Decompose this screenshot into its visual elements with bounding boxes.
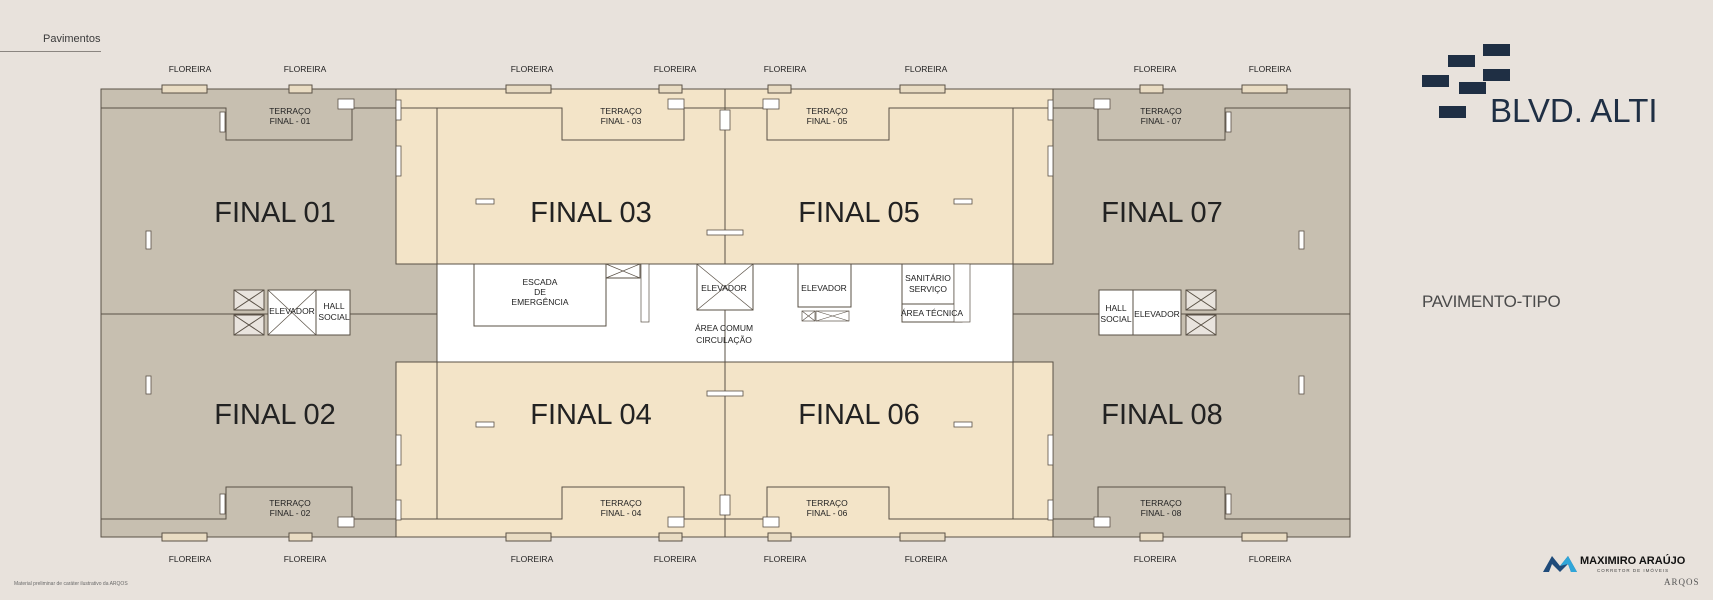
hall-social-right[interactable] <box>1098 289 1134 336</box>
terrace-04-title: TERRAÇO <box>600 498 642 508</box>
agency-logo-icon: MAXIMIRO ARAÚJO CORRETOR DE IMÓVEIS <box>1543 554 1686 573</box>
core-labels: ELEVADOR HALL SOCIAL HALL SOCIAL ELEVADO… <box>269 273 1180 345</box>
planter-label: FLOREIRA <box>764 64 807 74</box>
planter-label: FLOREIRA <box>905 554 948 564</box>
planter-label: FLOREIRA <box>169 554 212 564</box>
agency-brand[interactable]: MAXIMIRO ARAÚJO CORRETOR DE IMÓVEIS <box>1543 550 1708 576</box>
planter-label: FLOREIRA <box>284 64 327 74</box>
planter-label: FLOREIRA <box>905 64 948 74</box>
central-core <box>473 263 971 327</box>
elevator-center-2-label: ELEVADOR <box>801 283 847 293</box>
fixtures <box>145 98 1305 528</box>
planter-label: FLOREIRA <box>1134 64 1177 74</box>
elevator-center-1-label: ELEVADOR <box>701 283 747 293</box>
terrace-07-sub: FINAL - 07 <box>1141 116 1182 126</box>
agency-tagline: CORRETOR DE IMÓVEIS <box>1597 567 1669 573</box>
unit-label-final-05: FINAL 05 <box>798 197 919 229</box>
planter-label: FLOREIRA <box>1249 64 1292 74</box>
right-core <box>1098 289 1217 336</box>
unit-label-final-04: FINAL 04 <box>530 399 651 431</box>
planter-label: FLOREIRA <box>511 554 554 564</box>
planter-label: FLOREIRA <box>654 554 697 564</box>
unit-label-final-02: FINAL 02 <box>214 399 335 431</box>
page-subtitle: PAVIMENTO-TIPO <box>1422 292 1561 311</box>
common-area-label-bottom: CIRCULAÇÃO <box>696 335 752 345</box>
disclaimer: Material preliminar de caráter ilustrati… <box>14 581 128 587</box>
planter-label: FLOREIRA <box>511 64 554 74</box>
unit-final-04-area[interactable] <box>395 361 726 538</box>
terrace-03-title: TERRAÇO <box>600 106 642 116</box>
terrace-labels: TERRAÇO FINAL - 01 TERRAÇO FINAL - 03 TE… <box>269 106 1182 518</box>
left-core <box>233 289 351 336</box>
terrace-04-sub: FINAL - 04 <box>601 508 642 518</box>
stair-label-mid: DE <box>534 287 546 297</box>
unit-label-final-06: FINAL 06 <box>798 399 919 431</box>
elevator-center-2[interactable] <box>797 263 852 308</box>
logo-mark-icon: BLVD. ALTI <box>1422 44 1658 129</box>
planter-label: FLOREIRA <box>654 64 697 74</box>
service-restroom-label-bottom: SERVIÇO <box>909 284 947 294</box>
terrace-07-title: TERRAÇO <box>1140 106 1182 116</box>
agency-name: MAXIMIRO ARAÚJO <box>1580 554 1686 567</box>
hall-social-left[interactable] <box>315 289 351 336</box>
stair-label-top: ESCADA <box>523 277 558 287</box>
unit-labels: FINAL 01 FINAL 02 FINAL 03 FINAL 04 FINA… <box>214 197 1222 431</box>
terrace-05-title: TERRAÇO <box>806 106 848 116</box>
service-restroom-label-top: SANITÁRIO <box>905 273 951 283</box>
terrace-02-sub: FINAL - 02 <box>270 508 311 518</box>
planter-label: FLOREIRA <box>1249 554 1292 564</box>
hall-right-label-bottom: SOCIAL <box>1100 314 1131 324</box>
emergency-stair[interactable] <box>473 263 607 327</box>
hall-right-label-top: HALL <box>1105 303 1127 313</box>
planters <box>161 84 1288 542</box>
elevator-left-label: ELEVADOR <box>269 306 315 316</box>
unit-final-03-area[interactable] <box>395 88 726 265</box>
breadcrumb[interactable]: Pavimentos <box>43 33 101 45</box>
elevator-right[interactable] <box>1132 289 1182 336</box>
planter-label: FLOREIRA <box>764 554 807 564</box>
planter-label: FLOREIRA <box>1134 554 1177 564</box>
terrace-06-title: TERRAÇO <box>806 498 848 508</box>
common-area-label-top: ÁREA COMUM <box>695 323 753 333</box>
unit-label-final-07: FINAL 07 <box>1101 197 1222 229</box>
terrace-02-title: TERRAÇO <box>269 498 311 508</box>
terrace-03-sub: FINAL - 03 <box>601 116 642 126</box>
brand-logo[interactable]: BLVD. ALTI <box>1422 44 1677 129</box>
logo-text: BLVD. ALTI <box>1490 92 1658 124</box>
unit-label-final-01: FINAL 01 <box>214 197 335 229</box>
terrace-08-sub: FINAL - 08 <box>1141 508 1182 518</box>
unit-label-final-08: FINAL 08 <box>1101 399 1222 431</box>
terrace-01-sub: FINAL - 01 <box>270 116 311 126</box>
planter-label: FLOREIRA <box>284 554 327 564</box>
hall-left-label-top: HALL <box>323 301 345 311</box>
dark-units-left <box>100 88 438 538</box>
technical-area-label: ÁREA TÉCNICA <box>901 308 964 318</box>
credit-arqos: ARQOS <box>1664 577 1700 587</box>
hall-left-label-bottom: SOCIAL <box>318 312 349 322</box>
breadcrumb-underline <box>0 51 101 52</box>
stair-label-bottom: EMERGÊNCIA <box>511 297 568 307</box>
terrace-08-title: TERRAÇO <box>1140 498 1182 508</box>
terrace-01-title: TERRAÇO <box>269 106 311 116</box>
terrace-05-sub: FINAL - 05 <box>807 116 848 126</box>
planter-label: FLOREIRA <box>169 64 212 74</box>
planter-labels: FLOREIRA FLOREIRA FLOREIRA FLOREIRA FLOR… <box>169 64 1292 564</box>
elevator-right-label: ELEVADOR <box>1134 309 1180 319</box>
terrace-06-sub: FINAL - 06 <box>807 508 848 518</box>
unit-label-final-03: FINAL 03 <box>530 197 651 229</box>
